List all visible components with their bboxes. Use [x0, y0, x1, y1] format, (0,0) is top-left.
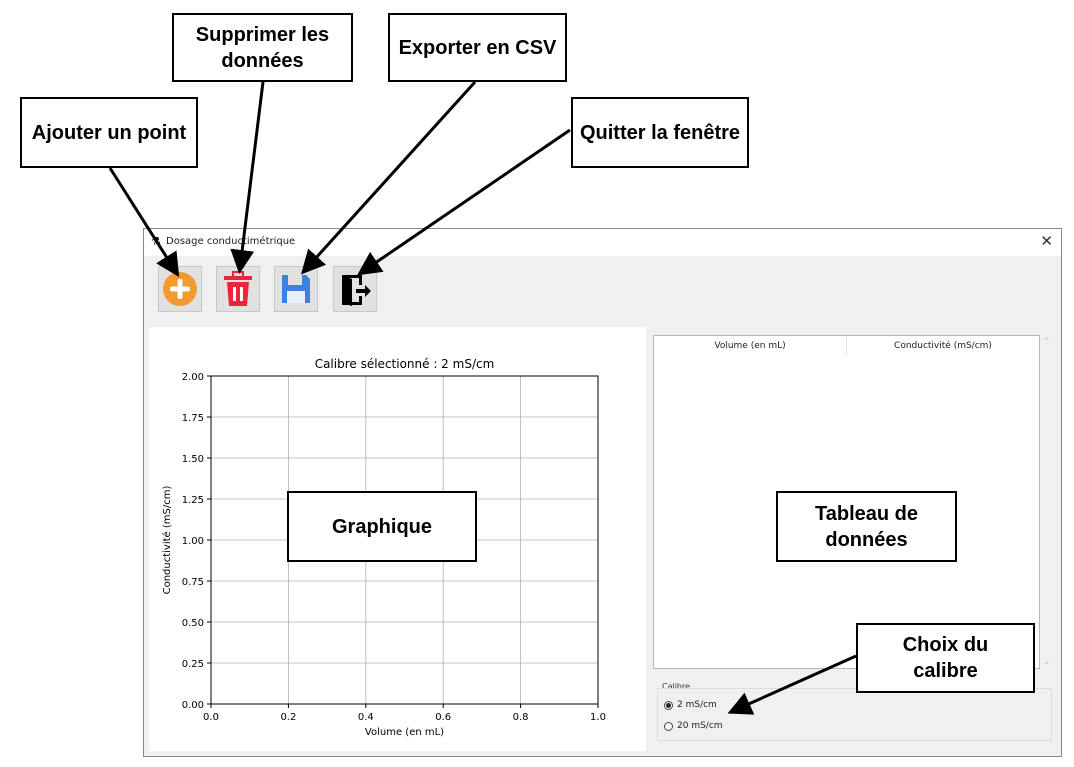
- annotation-chart: Graphique: [287, 491, 477, 562]
- y-tick-label: 1.75: [182, 413, 204, 424]
- radio-20-mS-cm[interactable]: 20 mS/cm: [664, 721, 723, 731]
- window-title: Dosage conductimétrique: [166, 236, 296, 247]
- annotation-delete-data: Supprimer les données: [172, 13, 353, 82]
- column-header-conductivity[interactable]: Conductivité (mS/cm): [894, 341, 992, 351]
- close-icon[interactable]: ✕: [1040, 232, 1053, 250]
- y-tick-label: 1.25: [182, 495, 204, 506]
- x-tick-label: 0.6: [435, 712, 451, 723]
- x-tick-label: 0.4: [358, 712, 374, 723]
- chart-title: Calibre sélectionné : 2 mS/cm: [315, 357, 495, 371]
- radio-label: 2 mS/cm: [677, 700, 717, 710]
- column-divider: [846, 336, 847, 356]
- table-scrollbar[interactable]: ⌃ ⌄: [1041, 335, 1053, 669]
- y-tick-label: 0.50: [182, 618, 204, 629]
- y-tick-label: 0.00: [182, 700, 204, 711]
- scroll-up-icon[interactable]: ⌃: [1043, 337, 1051, 347]
- column-header-volume[interactable]: Volume (en mL): [714, 341, 786, 351]
- radio-2-mS-cm[interactable]: 2 mS/cm: [664, 700, 717, 710]
- x-axis-label: Volume (en mL): [365, 727, 444, 738]
- conductivity-chart: 0.0 0.2 0.4 0.6 0.8 1.0 0.00 0.25 0.50 0.75 1.00 1.…: [161, 357, 606, 738]
- radio-label: 20 mS/cm: [677, 721, 723, 731]
- calibre-group-label: Calibre: [661, 682, 692, 691]
- x-tick-label: 0.2: [280, 712, 296, 723]
- annotation-quit: Quitter la fenêtre: [571, 97, 749, 168]
- y-tick-label: 1.00: [182, 536, 204, 547]
- exit-door-icon: [342, 275, 371, 306]
- plus-circle-icon: [163, 272, 197, 306]
- x-tick-label: 0.0: [203, 712, 219, 723]
- y-axis-label: Conductivité (mS/cm): [161, 486, 173, 595]
- y-tick-label: 2.00: [182, 372, 204, 383]
- annotation-export-csv: Exporter en CSV: [388, 13, 567, 82]
- plot-frame: [210, 375, 599, 705]
- y-tick-label: 0.25: [182, 659, 204, 670]
- calibre-group: 2 mS/cm 20 mS/cm: [657, 688, 1052, 741]
- radio-unchecked-icon: [664, 721, 673, 731]
- floppy-disk-icon: [282, 275, 310, 303]
- title-bar: ⚗ Dosage conductimétrique ✕: [144, 229, 1061, 256]
- scroll-down-icon[interactable]: ⌄: [1043, 657, 1051, 667]
- annotation-table: Tableau de données: [776, 491, 957, 562]
- annotation-calibre: Choix du calibre: [856, 623, 1035, 693]
- annotation-add-point: Ajouter un point: [20, 97, 198, 168]
- x-tick-label: 1.0: [590, 712, 606, 723]
- y-tick-label: 0.75: [182, 577, 204, 588]
- y-tick-label: 1.50: [182, 454, 204, 465]
- x-tick-label: 0.8: [513, 712, 529, 723]
- radio-checked-icon: [664, 700, 673, 710]
